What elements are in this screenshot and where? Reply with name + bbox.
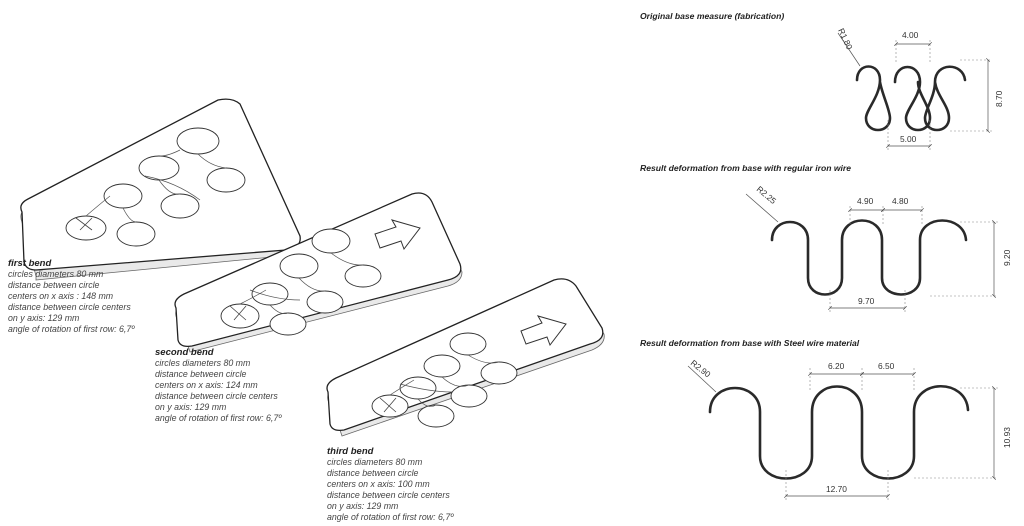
- section-2-height: 9.20: [1002, 249, 1012, 266]
- section-2-radius: R2.25: [755, 184, 779, 206]
- jig-plate-3: [326, 278, 605, 437]
- bend-3-line-4: distance between circle centers: [327, 490, 450, 500]
- bend-3-line-5: on y axis: 129 mm: [327, 501, 398, 511]
- section-1-height: 8.70: [994, 90, 1004, 107]
- section-1-title: Original base measure (fabrication): [640, 11, 784, 21]
- section-1-width-bottom: 5.00: [900, 134, 917, 144]
- bend-2-line-1: circles diameters 80 mm: [155, 358, 250, 368]
- bend-2-line-6: angle of rotation of first row: 6,7º: [155, 413, 282, 423]
- bend-2-line-3: centers on x axis: 124 mm: [155, 380, 258, 390]
- section-3-width-top-1: 6.20: [828, 361, 845, 371]
- section-3-width-top-2: 6.50: [878, 361, 895, 371]
- section-2-width-top-1: 4.90: [857, 196, 874, 206]
- bend-1-line-4: distance between circle centers: [8, 302, 131, 312]
- section-3-radius: R2.90: [689, 358, 713, 380]
- section-1-width-top: 4.00: [902, 30, 919, 40]
- bend-2-title: second bend: [155, 347, 214, 358]
- bend-2-line-5: on y axis: 129 mm: [155, 402, 226, 412]
- section-3-width-bottom: 12.70: [826, 484, 847, 494]
- bend-1-line-6: angle of rotation of first row: 6,7º: [8, 324, 135, 334]
- jig-plate-1: [20, 98, 301, 281]
- bend-3-line-3: centers on x axis: 100 mm: [327, 479, 430, 489]
- section-2-width-top-2: 4.80: [892, 196, 909, 206]
- bend-2-line-2: distance between circle: [155, 369, 247, 379]
- section-3-title: Result deformation from base with Steel …: [640, 338, 860, 348]
- jig-plate-2: [174, 192, 463, 353]
- bend-text-3: third bend circles diameters 80 mm dista…: [327, 446, 454, 522]
- bend-3-line-1: circles diameters 80 mm: [327, 457, 422, 467]
- bend-1-line-1: circles diameters 80 mm: [8, 269, 103, 279]
- bend-1-line-5: on y axis: 129 mm: [8, 313, 79, 323]
- bend-text-1: first bend circles diameters 80 mm dista…: [8, 258, 135, 334]
- wire-original: [855, 65, 967, 132]
- section-steel-wire: Result deformation from base with Steel …: [640, 338, 1012, 500]
- bend-1-line-2: distance between circle: [8, 280, 100, 290]
- section-2-title: Result deformation from base with regula…: [640, 163, 851, 173]
- bend-3-line-6: angle of rotation of first row: 6,7º: [327, 512, 454, 522]
- bend-3-line-2: distance between circle: [327, 468, 419, 478]
- bend-2-line-4: distance between circle centers: [155, 391, 278, 401]
- section-1-radius: R1.80: [836, 27, 855, 52]
- bend-3-title: third bend: [327, 446, 374, 457]
- section-original-base: Original base measure (fabrication) R1.8…: [640, 11, 1004, 150]
- bend-1-line-3: centers on x axis : 148 mm: [8, 291, 113, 301]
- wire-steel: [708, 385, 970, 480]
- bend-text-2: second bend circles diameters 80 mm dist…: [155, 347, 282, 423]
- wire-iron: [770, 219, 968, 296]
- section-iron-wire: Result deformation from base with regula…: [640, 163, 1012, 312]
- section-3-height: 10.93: [1002, 427, 1012, 448]
- bend-1-title: first bend: [8, 258, 51, 269]
- section-2-width-bottom: 9.70: [858, 296, 875, 306]
